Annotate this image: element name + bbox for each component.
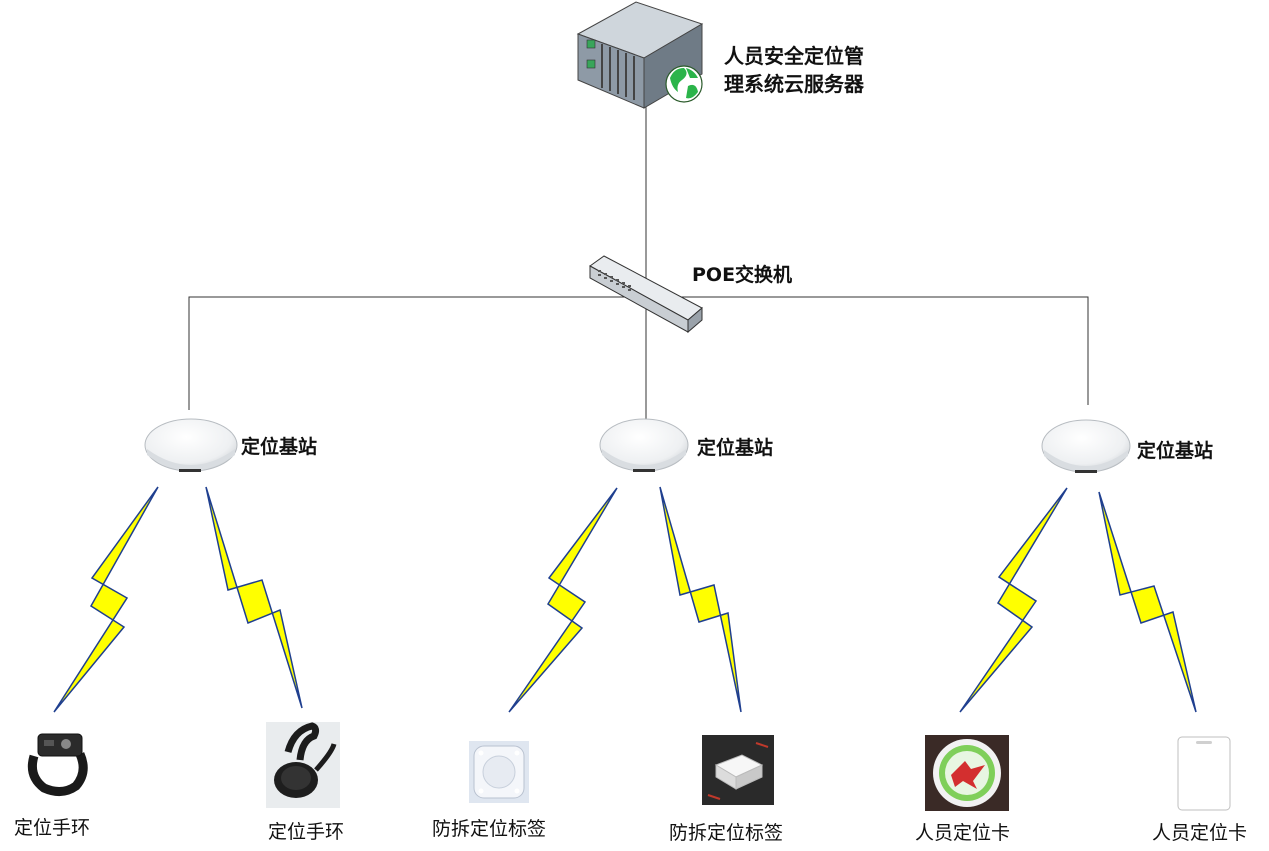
network-switch-icon (589, 255, 703, 334)
wireless-links (53, 486, 1197, 713)
base-station-1-icon (144, 418, 238, 472)
device-4-label: 防拆定位标签 (669, 822, 784, 844)
tamper-proof-tag-icon-1 (469, 741, 529, 803)
round-badge-card-icon (925, 735, 1009, 811)
server-with-globe-icon (576, 1, 704, 109)
base-station-3-icon (1041, 419, 1131, 473)
smart-band-icon (266, 722, 340, 808)
base-station-2-label: 定位基站 (697, 437, 774, 459)
lightning-bolt-5 (959, 487, 1068, 713)
base-station-3-label: 定位基站 (1137, 440, 1214, 462)
wristband-icon (27, 733, 88, 796)
switch-label: POE交换机 (692, 264, 793, 286)
device-3-label: 防拆定位标签 (432, 818, 547, 840)
lightning-bolt-6 (1098, 491, 1197, 713)
base-station-2-icon (599, 418, 689, 472)
device-5-label: 人员定位卡 (915, 822, 1011, 844)
server-label-line1: 人员安全定位管 (724, 44, 864, 68)
device-6-label: 人员定位卡 (1152, 822, 1248, 844)
lightning-bolt-1 (53, 486, 159, 713)
white-card-icon (1177, 736, 1231, 811)
lightning-bolt-3 (508, 487, 618, 713)
base-station-1-label: 定位基站 (241, 436, 318, 458)
lightning-bolt-4 (659, 486, 742, 713)
server-label: 人员安全定位管 理系统云服务器 (724, 42, 864, 98)
server-label-line2: 理系统云服务器 (724, 72, 864, 96)
device-1-label: 定位手环 (14, 817, 91, 839)
device-2-label: 定位手环 (268, 821, 345, 843)
switch-bus-link (188, 296, 1089, 410)
tamper-proof-tag-icon-2 (702, 735, 774, 805)
lightning-bolt-2 (205, 486, 303, 709)
